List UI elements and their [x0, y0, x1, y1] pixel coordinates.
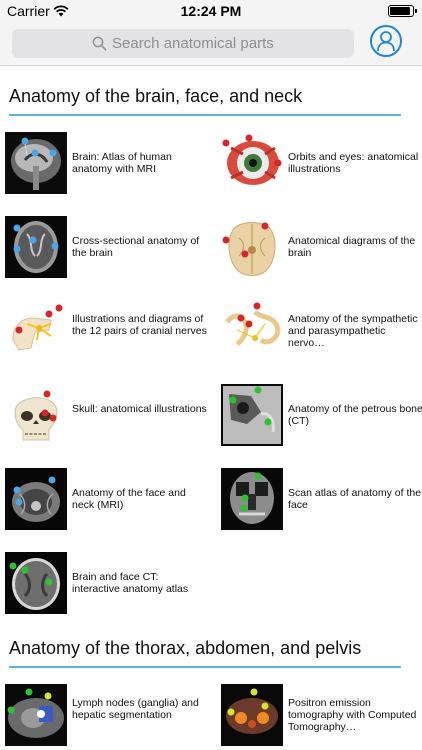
- profile-button[interactable]: [370, 25, 402, 57]
- list-item-sympathetic-parasympathetic[interactable]: Anatomy of the sympathetic and parasympa…: [221, 300, 422, 364]
- search-input[interactable]: [112, 33, 342, 54]
- carrier-label: Carrier: [7, 3, 50, 19]
- lymph-nodes-ct-thumbnail: [5, 684, 67, 746]
- brain-ct-thumbnail: [5, 216, 67, 278]
- list-item-brain-mri-atlas[interactable]: Brain: Atlas of human anatomy with MRI: [5, 132, 210, 196]
- section-divider: [9, 666, 401, 668]
- item-label: Cross-sectional anatomy of the brain: [72, 235, 200, 259]
- face-scan-thumbnail: [221, 468, 283, 530]
- list-item-brain-face-ct[interactable]: Brain and face CT: interactive anatomy a…: [5, 552, 210, 616]
- item-label: Anatomy of the sympathetic and parasympa…: [288, 313, 418, 349]
- user-icon: [377, 31, 395, 52]
- pet-ct-thumbnail: [221, 684, 283, 746]
- list-item-orbits-eyes[interactable]: Orbits and eyes: anatomical illustration…: [221, 132, 422, 196]
- eye-illustration-thumbnail: [221, 132, 283, 194]
- clock: 12:24 PM: [180, 3, 242, 19]
- wifi-icon: [53, 5, 69, 17]
- search-header: [0, 22, 422, 66]
- list-item-brain-diagrams[interactable]: Anatomical diagrams of the brain: [221, 216, 422, 280]
- item-label: Anatomy of the face and neck (MRI): [72, 487, 186, 511]
- petrous-bone-ct-thumbnail: [221, 384, 283, 446]
- item-label: Brain and face CT: interactive anatomy a…: [72, 571, 189, 595]
- list-item-pet-ct[interactable]: Positron emission tomography with Comput…: [221, 684, 422, 748]
- item-label: Lymph nodes (ganglia) and hepatic segmen…: [72, 697, 199, 721]
- section-title-thorax-abdomen-pelvis: Anatomy of the thorax, abdomen, and pelv…: [9, 638, 362, 658]
- section-divider: [9, 114, 401, 116]
- item-label: Anatomical diagrams of the brain: [288, 235, 416, 259]
- item-label: Scan atlas of anatomy of the face: [288, 487, 422, 511]
- list-item-face-neck-mri[interactable]: Anatomy of the face and neck (MRI): [5, 468, 210, 532]
- search-icon: [92, 36, 107, 51]
- brain-face-ct-thumbnail: [5, 552, 67, 614]
- section-title-brain-face-neck: Anatomy of the brain, face, and neck: [9, 86, 303, 106]
- skull-thumbnail: [5, 384, 67, 446]
- item-label: Orbits and eyes: anatomical illustration…: [288, 151, 419, 175]
- list-item-petrous-bone[interactable]: Anatomy of the petrous bone (CT): [221, 384, 422, 448]
- face-neck-mri-thumbnail: [5, 468, 67, 530]
- list-item-cranial-nerves[interactable]: Illustrations and diagrams of the 12 pai…: [5, 300, 210, 364]
- item-label: Anatomy of the petrous bone (CT): [288, 403, 422, 427]
- item-label: Positron emission tomography with Comput…: [288, 697, 417, 733]
- battery-icon: [388, 5, 417, 17]
- brain-diagram-thumbnail: [221, 216, 283, 278]
- search-box[interactable]: [12, 29, 354, 58]
- list-item-lymph-nodes-hepatic[interactable]: Lymph nodes (ganglia) and hepatic segmen…: [5, 684, 210, 748]
- item-label: Brain: Atlas of human anatomy with MRI: [72, 151, 172, 175]
- list-item-face-scan-atlas[interactable]: Scan atlas of anatomy of the face: [221, 468, 422, 532]
- item-label: Skull: anatomical illustrations: [72, 403, 207, 415]
- brain-mri-thumbnail: [5, 132, 67, 194]
- item-label: Illustrations and diagrams of the 12 pai…: [72, 313, 207, 337]
- nervous-system-thumbnail: [221, 300, 283, 362]
- list-item-brain-cross-section[interactable]: Cross-sectional anatomy of the brain: [5, 216, 210, 280]
- status-bar: Carrier 12:24 PM: [0, 0, 422, 22]
- cranial-nerves-thumbnail: [5, 300, 67, 362]
- list-item-skull[interactable]: Skull: anatomical illustrations: [5, 384, 210, 448]
